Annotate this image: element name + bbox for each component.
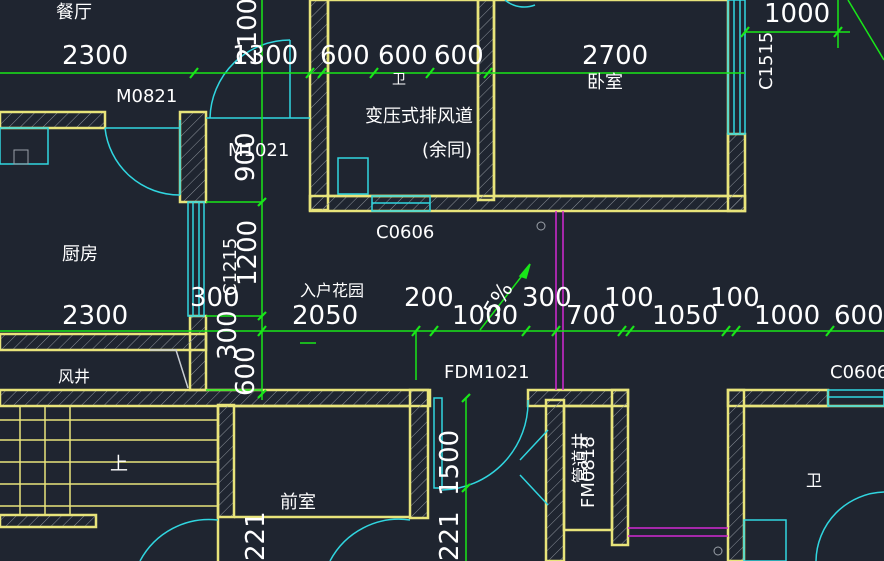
room-labels: 餐厅 厨房 入户花园 风井 卧室 卫 卫 前室 上 变压式排风道 (余同) 管道… <box>56 2 822 513</box>
dim-mid-100a: 100 <box>604 283 654 313</box>
wall-front-right <box>408 388 430 520</box>
tag-c1515: C1515 <box>756 32 777 90</box>
dim-top-600b: 600 <box>378 41 428 71</box>
wall-kitchen-bottom <box>0 332 208 352</box>
dim-top-1300: 1300 <box>232 41 298 71</box>
shaft-note-2: (余同) <box>422 140 472 161</box>
wall-kitchen-right-upper <box>178 110 208 204</box>
outline-tube-well <box>562 404 614 532</box>
dim-mid-700: 700 <box>566 301 616 331</box>
door-swing-front-a <box>139 518 219 561</box>
dim-v-600: 600 <box>231 346 261 396</box>
dim-mid-600: 600 <box>834 301 884 331</box>
wall-top-left-vertical <box>308 0 330 212</box>
room-dining: 餐厅 <box>56 2 92 23</box>
dim-v-2100: 2100 <box>233 0 263 64</box>
dim-top-2300: 2300 <box>62 41 128 71</box>
wall-front-left <box>216 403 236 519</box>
door-swing-m0821 <box>104 127 181 196</box>
tag-m1021: M1021 <box>228 140 289 161</box>
tag-c0606-mid: C0606 <box>376 222 434 243</box>
walls <box>0 0 830 561</box>
dim-top-1000: 1000 <box>764 0 830 29</box>
wall-shaft-right <box>610 388 630 547</box>
door-swing-top-bath <box>504 0 536 8</box>
dim-top-2700: 2700 <box>582 41 648 71</box>
dim-mid-1000a: 1000 <box>452 301 518 331</box>
tube-well-label: 管道井 <box>571 433 591 484</box>
outline-bedroom <box>492 0 730 198</box>
slope-arrow <box>518 263 531 279</box>
window-c0606-right <box>827 389 884 407</box>
outline-bath-top <box>326 0 480 198</box>
dim-mid-300b: 300 <box>522 283 572 313</box>
tag-fm0818: FM0818 <box>578 436 599 508</box>
fixture-right-room <box>743 519 787 561</box>
drain-right <box>713 546 723 556</box>
door-swing-m1021 <box>209 39 291 119</box>
wall-bath-right <box>476 0 496 202</box>
dim-top-600c: 600 <box>434 41 484 71</box>
dim-v-221b: 221 <box>435 511 465 561</box>
dimension-text-top: 2300 1300 600 600 600 2700 1000 <box>62 0 830 71</box>
dim-v-1200: 1200 <box>233 220 263 286</box>
room-bath-right: 卫 <box>806 471 822 490</box>
component-tags: M0821 M1021 C0606 C0606 C1515 C1215 FDM1… <box>116 32 884 508</box>
dim-v-221a: 221 <box>241 511 271 561</box>
dimension-text-mid: 2300 300 2050 200 1000 300 700 100 1050 … <box>62 278 884 331</box>
drain-symbols <box>13 149 723 556</box>
dim-mid-1000b: 1000 <box>754 301 820 331</box>
room-bath-top: 卫 <box>392 72 406 88</box>
room-bedroom: 卧室 <box>587 72 623 93</box>
wall-right-room-left <box>726 388 746 561</box>
door-swing-fdm1021 <box>441 399 529 491</box>
wall-bedroom-right <box>726 132 747 213</box>
pipes <box>555 211 728 537</box>
door-swing-front-b <box>329 518 411 561</box>
window-fdm-frame <box>433 397 443 489</box>
wall-kitchen-top <box>0 110 107 130</box>
stair-up-label: 上 <box>110 454 128 475</box>
wall-shaft-left <box>544 398 566 561</box>
drain-mid <box>536 221 546 231</box>
dim-v-1500: 1500 <box>435 430 465 496</box>
window-c1515 <box>727 0 746 135</box>
tag-c0606-right: C0606 <box>830 362 884 383</box>
shaft-note: 变压式排风道 <box>365 106 473 127</box>
room-front: 前室 <box>280 492 316 513</box>
dimension-text-vertical: 2100 900 1200 300 600 1500 221 221 <box>213 0 465 561</box>
fixture-kitchen-inner <box>13 149 29 165</box>
dim-mid-2050: 2050 <box>292 301 358 331</box>
door-swing-right-room <box>815 491 884 561</box>
dim-mid-1050: 1050 <box>652 301 718 331</box>
dim-mid-2300: 2300 <box>62 301 128 331</box>
fixture-bath-top <box>337 157 369 195</box>
room-entry-garden: 入户花园 <box>300 281 364 300</box>
stair-treads <box>0 406 218 515</box>
room-wind-shaft: 风井 <box>58 367 90 386</box>
dim-mid-300a: 300 <box>190 283 240 313</box>
wall-stair-bottom <box>0 513 98 529</box>
tag-m0821: M0821 <box>116 86 177 107</box>
window-c1215 <box>187 201 205 317</box>
dim-v-300: 300 <box>213 310 243 360</box>
tag-fdm1021: FDM1021 <box>444 362 530 383</box>
wall-corridor-lower <box>0 388 432 408</box>
room-kitchen: 厨房 <box>62 244 98 265</box>
fixture-kitchen <box>0 127 49 165</box>
dim-mid-200: 200 <box>404 283 454 313</box>
dim-mid-100b: 100 <box>710 283 760 313</box>
dim-v-900: 900 <box>231 132 261 182</box>
wall-kitchen-right-lower <box>188 314 208 392</box>
dim-top-600a: 600 <box>320 41 370 71</box>
tick-marks <box>189 26 843 493</box>
tag-c1215: C1215 <box>220 238 241 296</box>
